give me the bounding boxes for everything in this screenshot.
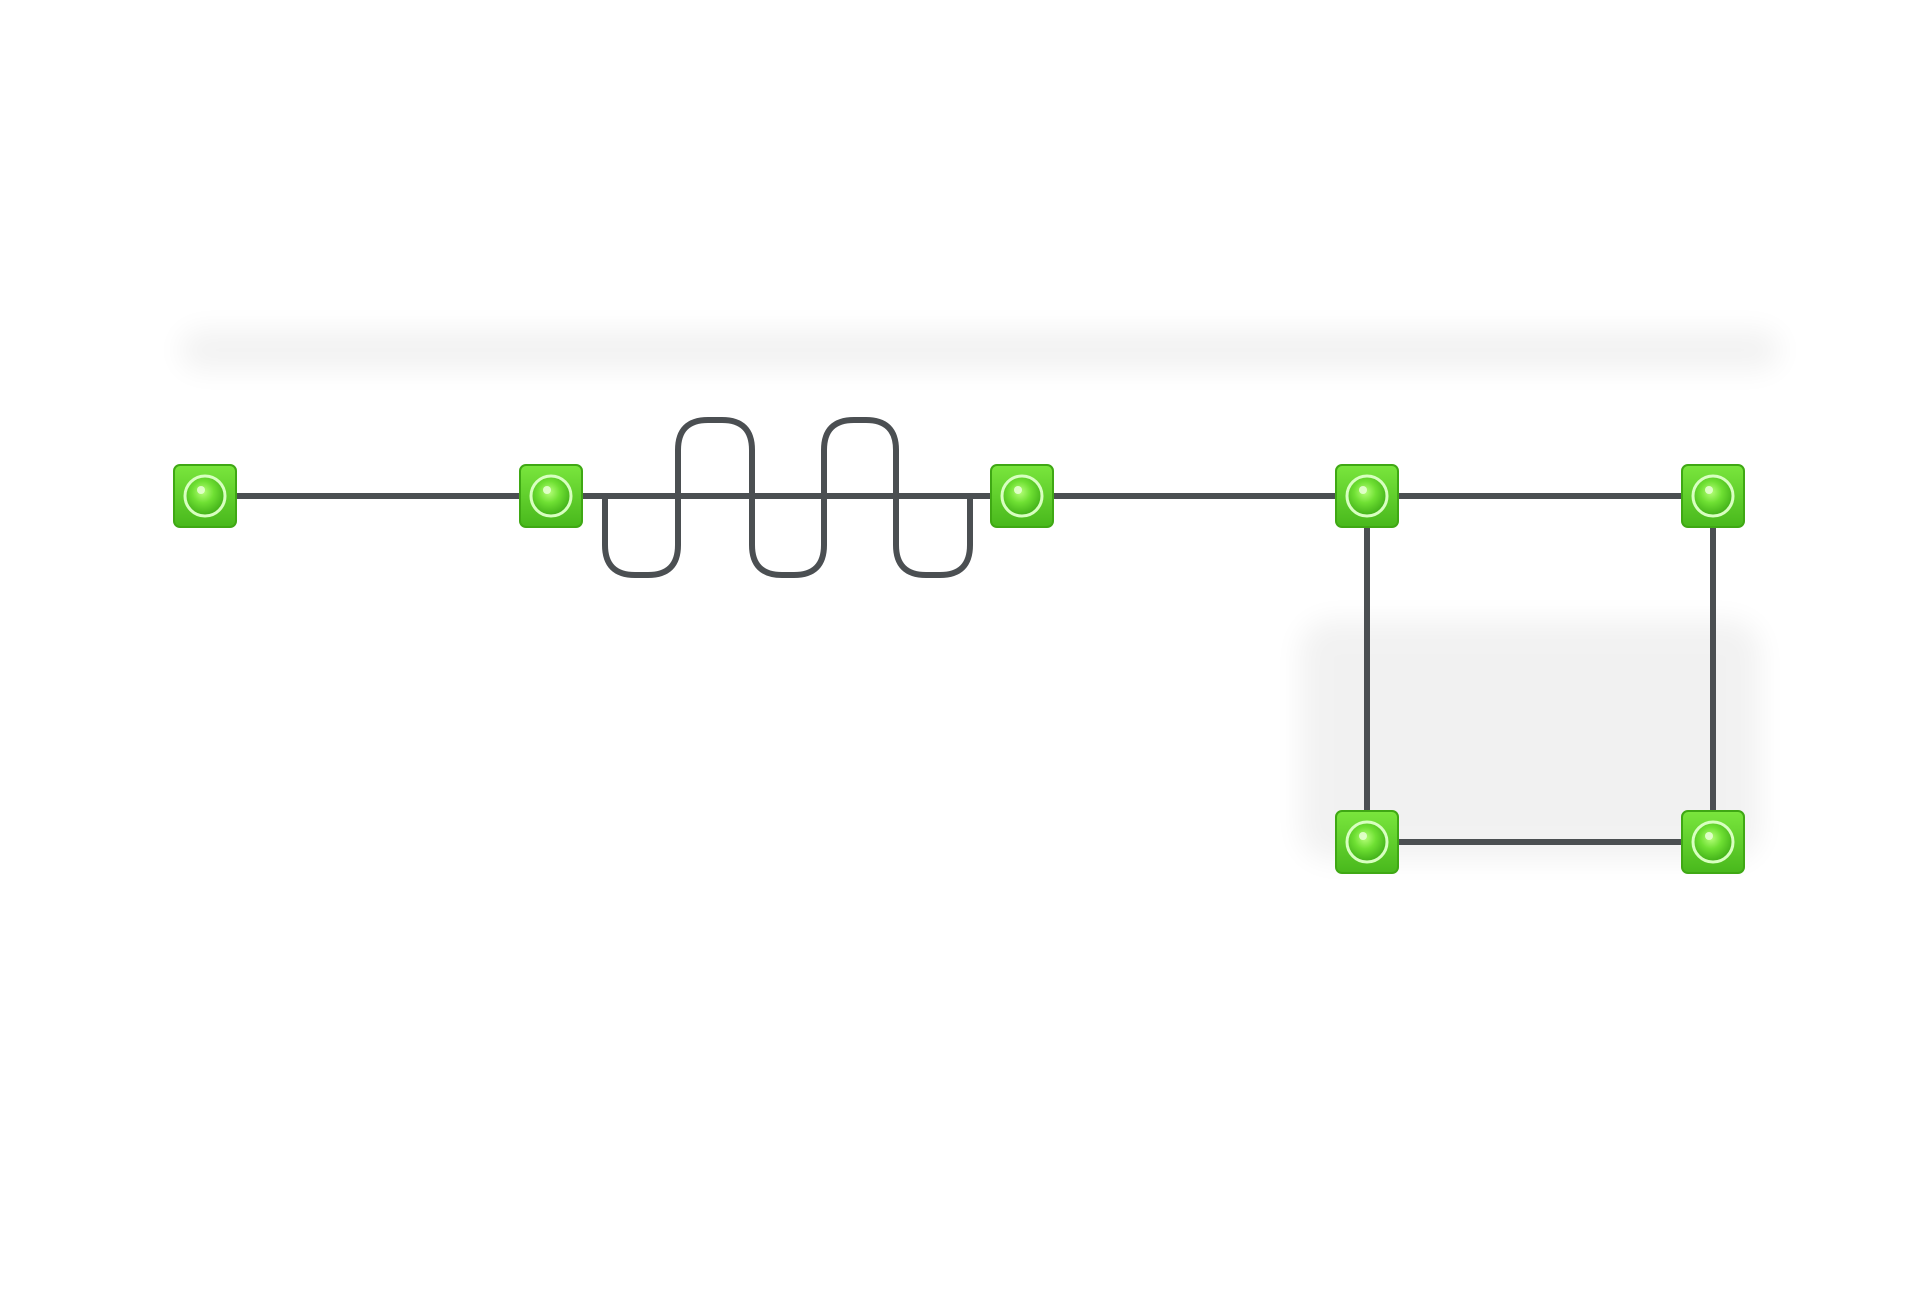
post-5 bbox=[1681, 464, 1745, 528]
post-4 bbox=[1335, 464, 1399, 528]
ground-shadow bbox=[180, 330, 1780, 860]
post-3 bbox=[990, 464, 1054, 528]
post-2 bbox=[519, 464, 583, 528]
post-1 bbox=[173, 464, 237, 528]
posts bbox=[173, 464, 1745, 874]
post-6 bbox=[1335, 810, 1399, 874]
serpentine-rail bbox=[548, 417, 1025, 578]
post-7 bbox=[1681, 810, 1745, 874]
rails bbox=[202, 417, 1716, 845]
